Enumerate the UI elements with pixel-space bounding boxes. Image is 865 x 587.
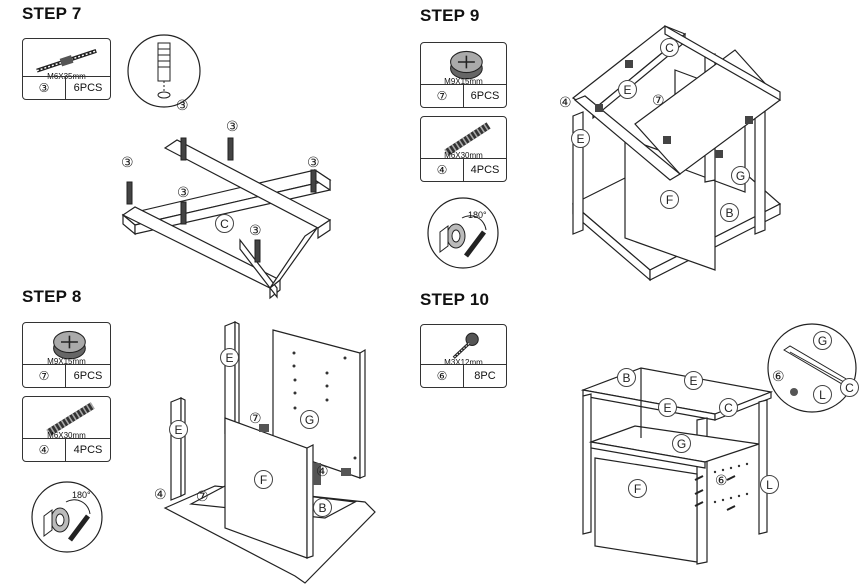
step7-bolt-label: ③ bbox=[177, 184, 190, 200]
step7-bolt-label: ③ bbox=[249, 222, 262, 238]
part-name: M9X15mm bbox=[47, 357, 86, 366]
step7-bolt-label: ③ bbox=[226, 118, 239, 134]
step8-side-label: G bbox=[300, 410, 319, 429]
part-name: M3X12mm bbox=[444, 358, 483, 367]
part-number: ⑥ bbox=[421, 365, 464, 387]
step10-b-label: B bbox=[617, 368, 636, 387]
dowel-icon bbox=[46, 402, 95, 437]
cam-lock-icon bbox=[450, 50, 483, 80]
step7-frame-drawing bbox=[121, 137, 332, 300]
step8-dowel-label: ④ bbox=[154, 486, 167, 502]
part-number: ⑦ bbox=[23, 365, 66, 387]
step9-front-label: F bbox=[660, 190, 679, 209]
step10-c-label: C bbox=[719, 398, 738, 417]
step10-f-label: F bbox=[628, 479, 647, 498]
part-number: ⑦ bbox=[421, 85, 464, 107]
step7-bolt-label: ③ bbox=[307, 154, 320, 170]
step10-detail-callout bbox=[767, 323, 857, 413]
part-quantity: 6PCS bbox=[73, 370, 103, 382]
step10-g-label: G bbox=[813, 331, 832, 350]
part-quantity: 6PCS bbox=[470, 90, 500, 102]
part-name: M9X15mm bbox=[444, 77, 483, 86]
step10-screw-label: ⑥ bbox=[772, 368, 785, 384]
step8-rotation-label: 180° bbox=[72, 490, 91, 500]
part-name: M6X30mm bbox=[444, 151, 483, 160]
step7-bolt-label: ③ bbox=[176, 97, 189, 113]
step10-screw-label: ⑥ bbox=[715, 472, 728, 488]
step8-part-m9x15: M9X15mm ⑦ 6PCS bbox=[22, 322, 111, 388]
step10-assembly-drawing bbox=[580, 367, 774, 565]
step9-part-m9x15: M9X15mm ⑦ 6PCS bbox=[420, 42, 507, 108]
step8-rotation-callout bbox=[31, 481, 103, 553]
step8-title: STEP 8 bbox=[22, 287, 82, 306]
step7-title: STEP 7 bbox=[22, 4, 82, 23]
step9-assembly-drawing bbox=[571, 24, 782, 282]
dowel-icon bbox=[444, 122, 491, 156]
step9-side-label: G bbox=[731, 166, 750, 185]
step8-leg-label: E bbox=[169, 420, 188, 439]
step8-assembly-drawing bbox=[163, 321, 376, 584]
step10-g-label: G bbox=[672, 434, 691, 453]
step10-e-label: E bbox=[658, 398, 677, 417]
part-number: ④ bbox=[23, 439, 66, 461]
cam-lock-icon bbox=[53, 330, 86, 360]
step10-l-label: L bbox=[813, 385, 832, 404]
step8-part-m6x30: M6X30mm ④ 4PCS bbox=[22, 396, 111, 462]
part-quantity: 8PC bbox=[474, 370, 496, 382]
step8-cam-label: ⑦ bbox=[249, 410, 262, 426]
small-screw-icon bbox=[452, 332, 479, 359]
step10-part-m3x12: M3X12mm ⑥ 8PC bbox=[420, 324, 507, 388]
part-number: ③ bbox=[23, 77, 66, 99]
step8-base-label: B bbox=[313, 498, 332, 517]
step9-leg-label: E bbox=[618, 80, 637, 99]
part-quantity: 4PCS bbox=[73, 444, 103, 456]
step7-board-label: C bbox=[215, 214, 234, 233]
step10-e-label: E bbox=[684, 371, 703, 390]
step7-detail-callout bbox=[127, 34, 201, 108]
part-number: ④ bbox=[421, 159, 464, 181]
part-name: M6X30mm bbox=[47, 431, 86, 440]
step10-c-label: C bbox=[840, 378, 859, 397]
part-quantity: 6PCS bbox=[73, 82, 103, 94]
step7-part-m6x35: M6X35mm ③ 6PCS bbox=[22, 38, 111, 100]
step8-cam-label: ⑦ bbox=[196, 488, 209, 504]
step10-title: STEP 10 bbox=[420, 290, 490, 309]
step9-part-m6x30: M6X30mm ④ 4PCS bbox=[420, 116, 507, 182]
step7-bolt-label: ③ bbox=[121, 154, 134, 170]
step9-dowel-label: ④ bbox=[559, 94, 572, 110]
step8-front-label: F bbox=[254, 470, 273, 489]
step9-leg-label: E bbox=[571, 129, 590, 148]
part-quantity: 4PCS bbox=[470, 164, 500, 176]
double-ended-screw-icon bbox=[36, 49, 97, 73]
step10-l-label: L bbox=[760, 475, 779, 494]
step8-leg-label: E bbox=[220, 348, 239, 367]
step9-rotation-callout bbox=[427, 197, 499, 269]
step9-cam-label: ⑦ bbox=[652, 92, 665, 108]
step9-title: STEP 9 bbox=[420, 6, 480, 25]
step9-rotation-label: 180° bbox=[468, 210, 487, 220]
step8-dowel-label: ④ bbox=[316, 463, 329, 479]
step9-top-label: C bbox=[660, 38, 679, 57]
step9-base-label: B bbox=[720, 203, 739, 222]
